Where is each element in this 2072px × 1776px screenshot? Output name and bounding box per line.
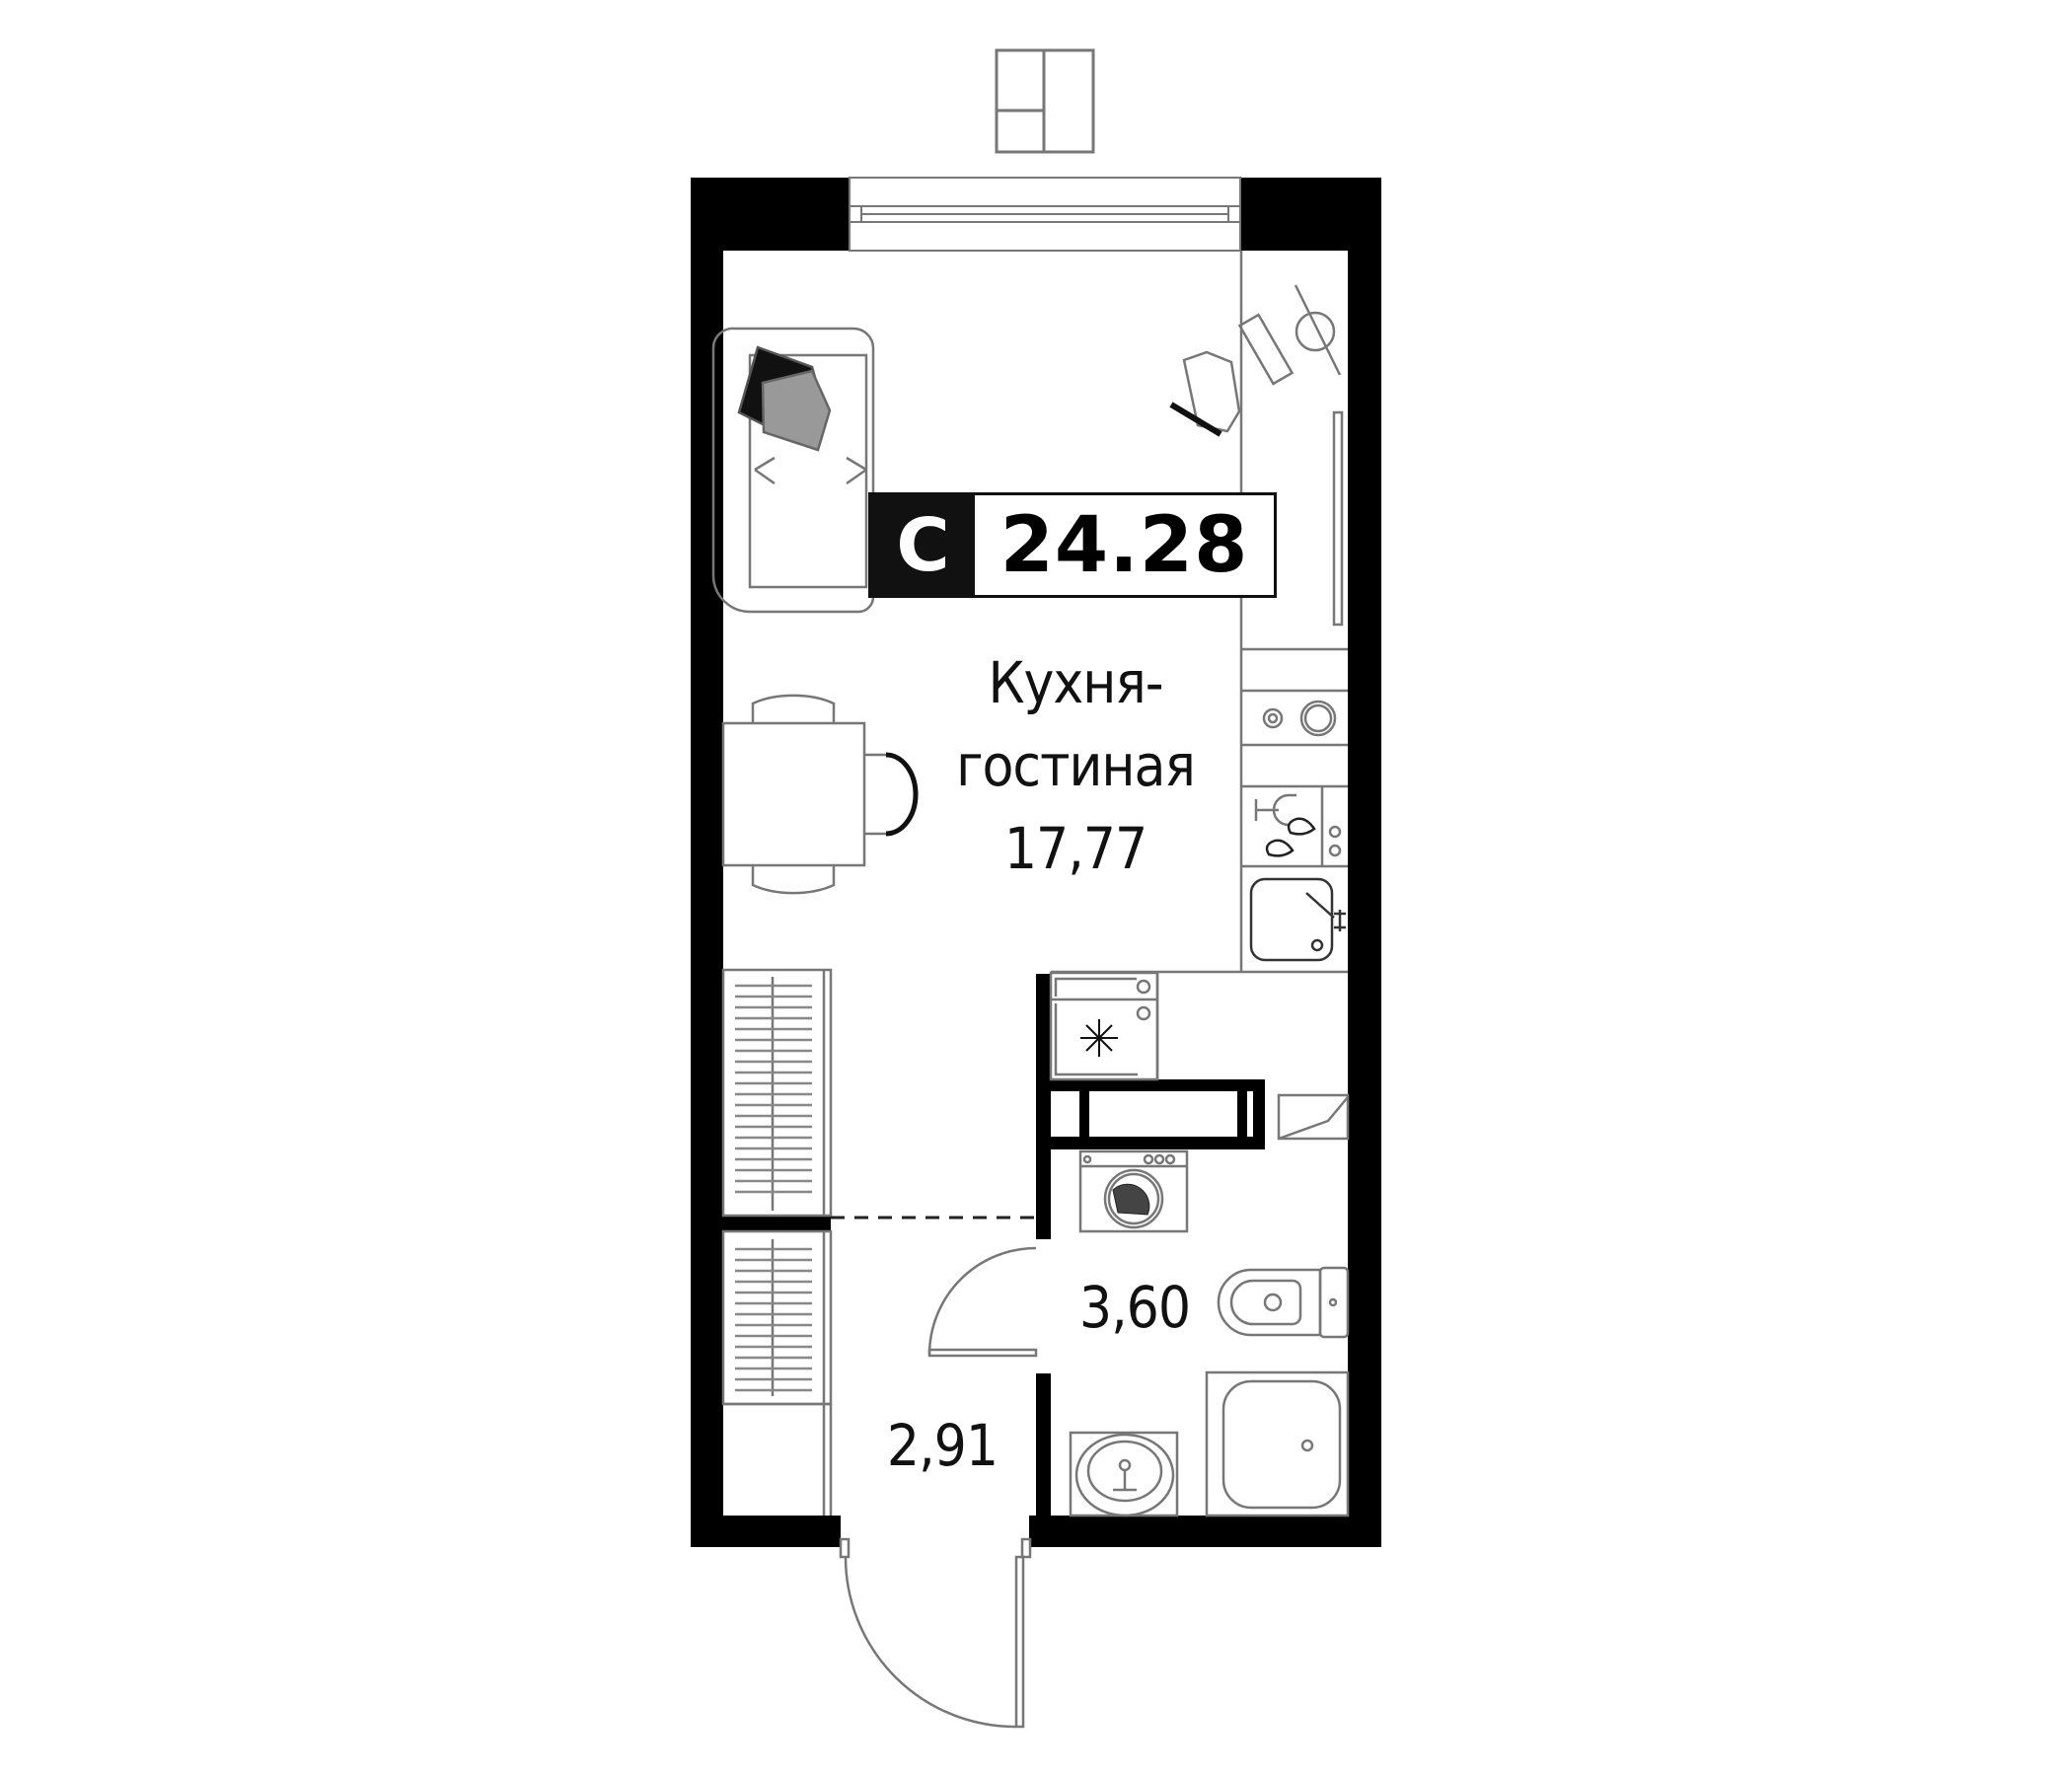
dishware-icon xyxy=(1254,793,1342,857)
kitchen-counter xyxy=(1051,251,1348,974)
stove-icon xyxy=(1049,971,1159,1081)
toilet-icon xyxy=(1217,1266,1350,1339)
shower-tray-icon xyxy=(1205,1370,1350,1517)
hangers xyxy=(735,984,812,1392)
drum-hatch xyxy=(1112,1183,1150,1216)
desk-decor-icon xyxy=(1237,284,1344,627)
entrance-door-icon xyxy=(839,1537,1032,1729)
wardrobe-icon xyxy=(721,968,833,1516)
cooktop-icon xyxy=(1262,700,1337,737)
room-area: 17,77 xyxy=(1003,815,1147,882)
pillow-icon xyxy=(737,345,832,452)
room-label-bathroom: 3,60 xyxy=(1066,1273,1204,1342)
apartment-type-code: С xyxy=(871,495,975,595)
bathroom-door-icon xyxy=(927,1246,1038,1358)
room-label-kitchen-living: Кухня- гостиная 17,77 xyxy=(927,641,1223,890)
area-badge: С 24.28 xyxy=(868,492,1277,598)
outer-walls xyxy=(691,178,1381,1547)
sofa-icon xyxy=(711,327,875,614)
room-label-hallway: 2,91 xyxy=(868,1411,1016,1480)
kitchen-sink-icon xyxy=(1249,877,1346,962)
room-name-line1: Кухня- xyxy=(988,649,1163,716)
window-frame-icon xyxy=(849,177,1241,252)
room-area: 2,91 xyxy=(886,1412,999,1479)
office-chair-icon xyxy=(1169,350,1241,437)
bathroom-sink-icon xyxy=(1069,1431,1179,1517)
room-name-line2: гостиная xyxy=(956,732,1196,799)
window-top-icon xyxy=(995,48,1095,154)
washing-machine-icon xyxy=(1078,1149,1189,1233)
total-area: 24.28 xyxy=(999,500,1249,590)
shelf-icon xyxy=(1277,1093,1350,1141)
dining-table-icon xyxy=(721,694,918,895)
room-area: 3,60 xyxy=(1078,1274,1191,1341)
drops-icon xyxy=(1265,817,1316,857)
